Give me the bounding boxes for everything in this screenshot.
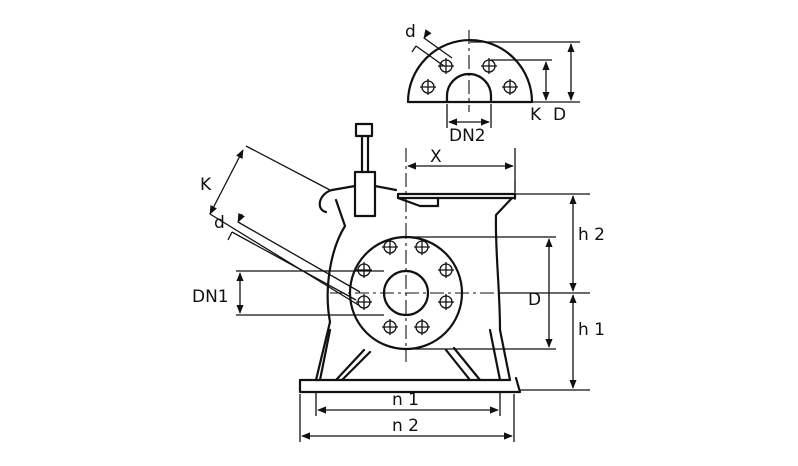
d-left-extension-lines bbox=[231, 221, 361, 301]
bracket-hook bbox=[318, 188, 334, 214]
d-top-arrows bbox=[411, 32, 428, 53]
k-left-extension-line-2 bbox=[209, 213, 361, 307]
feet-ribs bbox=[340, 348, 472, 382]
discharge-flange-view: d DN2 K D bbox=[405, 22, 580, 146]
spindle-housing bbox=[353, 170, 377, 218]
suction-bolt-holes bbox=[356, 239, 454, 335]
dn2-extension-lines bbox=[446, 104, 492, 128]
dn2-label: DN2 bbox=[449, 126, 486, 146]
d-main-label: D bbox=[528, 290, 541, 310]
discharge-flange-outline bbox=[406, 38, 534, 104]
spindle-top bbox=[354, 122, 374, 138]
pump-feet bbox=[318, 328, 502, 382]
n2-label: n 2 bbox=[392, 416, 419, 436]
discharge-flange-plate bbox=[396, 192, 517, 200]
spindle-shaft bbox=[360, 134, 370, 174]
d-left-label: d bbox=[214, 213, 225, 233]
d-top-flange-extension-lines bbox=[470, 41, 580, 103]
bracket-arms bbox=[330, 184, 398, 192]
n1-label: n 1 bbox=[392, 390, 419, 410]
d-top-flange-label: D bbox=[553, 105, 566, 125]
main-dimensions: X K d DN1 D h 2 h 1 n 1 n 2 bbox=[192, 145, 605, 442]
k-left-extension-line bbox=[245, 145, 331, 191]
d-top-label: d bbox=[405, 22, 416, 42]
h-extension-lines bbox=[500, 193, 590, 391]
dn1-extension-lines bbox=[236, 270, 384, 316]
k-left-label: K bbox=[200, 175, 212, 195]
x-label: X bbox=[430, 147, 442, 167]
k-top-label: K bbox=[530, 105, 542, 125]
d-left-arrows bbox=[227, 214, 242, 241]
flange-lip bbox=[396, 196, 440, 208]
base-plate bbox=[298, 376, 522, 394]
discharge-bolt-holes bbox=[420, 58, 518, 95]
pump-body-view bbox=[298, 122, 530, 394]
pump-casing-outline bbox=[314, 196, 514, 382]
h2-label: h 2 bbox=[578, 225, 605, 245]
k-left-dimension-line bbox=[209, 149, 244, 215]
dn1-label: DN1 bbox=[192, 287, 229, 307]
h1-label: h 1 bbox=[578, 320, 605, 340]
d-main-extension-lines bbox=[406, 236, 556, 350]
n-extension-lines bbox=[299, 392, 515, 442]
